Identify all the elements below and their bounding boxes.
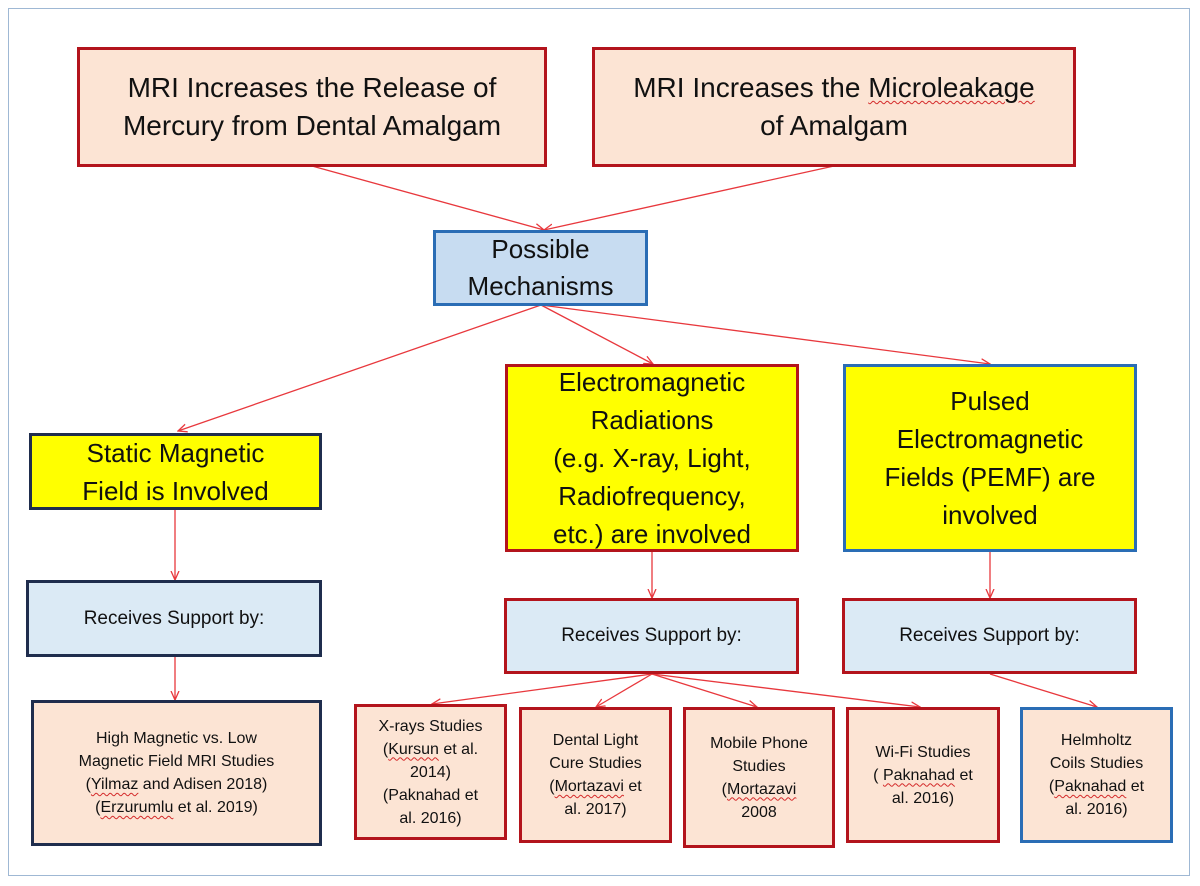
em-support-label: Receives Support by:	[561, 625, 742, 646]
dental-light-cure-studies-box: Dental Light Cure Studies (Mortazavi et …	[519, 707, 672, 843]
pemf-support-box: Receives Support by:	[842, 598, 1137, 674]
possible-mechanisms-text: Possible Mechanisms	[467, 234, 614, 301]
dental-light-cure-studies-text: Dental Light Cure Studies (Mortazavi et …	[549, 732, 642, 818]
possible-mechanisms-box: Possible Mechanisms	[433, 230, 648, 306]
diagram-frame	[8, 8, 1190, 876]
mercury-release-box: MRI Increases the Release of Mercury fro…	[77, 47, 547, 167]
xrays-studies-box: X-rays Studies (Kursun et al. 2014) (Pak…	[354, 704, 507, 840]
arrow-mechanisms-to-static	[178, 304, 542, 431]
static-support-box: Receives Support by:	[26, 580, 322, 657]
helmholtz-coils-studies-box: Helmholtz Coils Studies (Paknahad et al.…	[1020, 707, 1173, 843]
pemf-support-label: Receives Support by:	[899, 625, 1080, 646]
wifi-studies-text: Wi-Fi Studies ( Paknahad et al. 2016)	[873, 743, 973, 807]
high-low-field-studies-box: High Magnetic vs. Low Magnetic Field MRI…	[31, 700, 322, 846]
arrow-em-support-to-wifi	[651, 673, 920, 707]
helmholtz-coils-studies-text: Helmholtz Coils Studies (Paknahad et al.…	[1048, 732, 1145, 818]
arrow-em-support-to-dental	[596, 673, 653, 707]
mercury-release-text: MRI Increases the Release of Mercury fro…	[122, 72, 502, 141]
arrow-mechanisms-to-em	[540, 304, 653, 364]
microleakage-text: MRI Increases the Microleakage of Amalga…	[633, 72, 1035, 141]
electromagnetic-radiations-box: Electromagnetic Radiations (e.g. X-ray, …	[505, 364, 799, 552]
pemf-text: Pulsed Electromagnetic Fields (PEMF) are…	[884, 386, 1096, 530]
high-low-field-studies-text: High Magnetic vs. Low Magnetic Field MRI…	[78, 730, 275, 816]
arrow-release-to-mechanisms	[311, 165, 544, 230]
microleakage-box: MRI Increases the Microleakage of Amalga…	[592, 47, 1076, 167]
arrow-em-support-to-mobile	[651, 673, 757, 707]
arrow-microleakage-to-mechanisms	[544, 165, 835, 230]
xrays-studies-text: X-rays Studies (Kursun et al. 2014) (Pak…	[378, 717, 483, 827]
static-support-label: Receives Support by:	[83, 607, 265, 629]
mobile-phone-studies-box: Mobile Phone Studies (Mortazavi 2008	[683, 707, 835, 848]
electromagnetic-radiations-text: Electromagnetic Radiations (e.g. X-ray, …	[553, 367, 751, 549]
pemf-box: Pulsed Electromagnetic Fields (PEMF) are…	[843, 364, 1137, 552]
arrow-mechanisms-to-pemf	[540, 304, 990, 364]
arrow-em-support-to-xrays	[432, 673, 653, 704]
mobile-phone-studies-text: Mobile Phone Studies (Mortazavi 2008	[710, 734, 808, 821]
static-magnetic-field-text: Static Magnetic Field is Involved	[82, 437, 269, 506]
static-magnetic-field-box: Static Magnetic Field is Involved	[29, 433, 322, 510]
arrow-pemf-support-to-helmholtz	[989, 673, 1097, 707]
wifi-studies-box: Wi-Fi Studies ( Paknahad et al. 2016)	[846, 707, 1000, 843]
em-support-box: Receives Support by:	[504, 598, 799, 674]
